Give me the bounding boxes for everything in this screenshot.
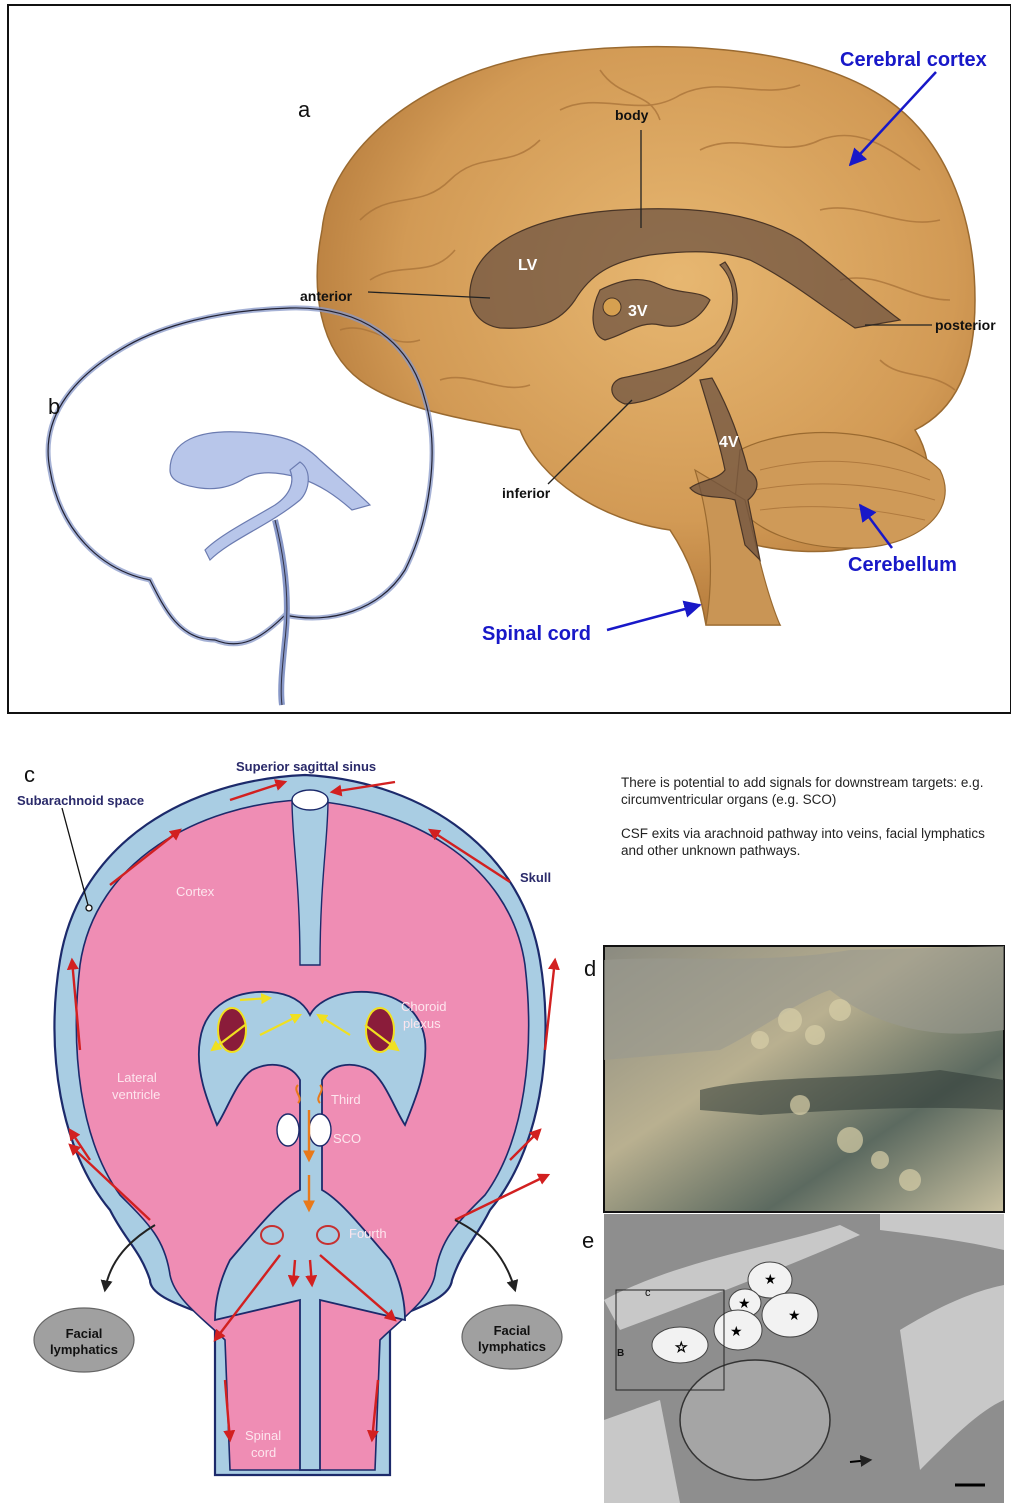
- choroid-plexus-photo: [604, 946, 1004, 1212]
- label-facial-lymphatics-right-2: lymphatics: [478, 1339, 546, 1354]
- panel-e-letter: e: [582, 1228, 594, 1253]
- label-cerebellum: Cerebellum: [848, 554, 957, 576]
- svg-text:★: ★: [738, 1296, 751, 1312]
- label-third: Third: [331, 1092, 361, 1107]
- label-spinal-cord: Spinal cord: [482, 623, 591, 645]
- em-label-b: B: [617, 1348, 624, 1359]
- panel-c-letter: c: [24, 762, 35, 787]
- label-lateral-ventricle-1: Lateral: [117, 1070, 157, 1085]
- label-cerebral-cortex: Cerebral cortex: [840, 49, 987, 71]
- label-lv: LV: [518, 257, 538, 274]
- label-facial-lymphatics-right-1: Facial: [494, 1323, 531, 1338]
- label-choroid-plexus-1: Choroid: [401, 999, 447, 1014]
- csf-circulation-diagram: [34, 775, 562, 1475]
- label-3v: 3V: [628, 303, 648, 320]
- label-4v: 4V: [719, 434, 739, 451]
- label-sco: SCO: [333, 1131, 361, 1146]
- em-label-c: c: [645, 1287, 651, 1299]
- label-posterior: posterior: [935, 317, 996, 333]
- note-downstream-signals: There is potential to add signals for do…: [621, 774, 1001, 808]
- label-lateral-ventricle-2: ventricle: [112, 1087, 160, 1102]
- panel-b-letter: b: [48, 394, 60, 419]
- label-superior-sagittal-sinus: Superior sagittal sinus: [236, 759, 376, 774]
- label-facial-lymphatics-left-2: lymphatics: [50, 1342, 118, 1357]
- svg-text:★: ★: [764, 1272, 777, 1288]
- arrow-spinal-cord: [607, 605, 700, 630]
- label-facial-lymphatics-left-1: Facial: [66, 1326, 103, 1341]
- label-fourth: Fourth: [349, 1226, 387, 1241]
- label-skull: Skull: [520, 870, 551, 885]
- svg-text:★: ★: [730, 1324, 743, 1340]
- label-body: body: [615, 107, 649, 123]
- svg-text:★: ★: [788, 1308, 801, 1324]
- svg-text:☆: ☆: [675, 1340, 688, 1356]
- label-spinal-cord-1: Spinal: [245, 1428, 281, 1443]
- panel-d-letter: d: [584, 956, 596, 981]
- electron-micrograph: ★ ★ ★ ★ ☆: [604, 1214, 1004, 1503]
- label-choroid-plexus-2: plexus: [403, 1016, 441, 1031]
- label-cortex: Cortex: [176, 884, 215, 899]
- panel-a-letter: a: [298, 97, 311, 122]
- note-csf-exit: CSF exits via arachnoid pathway into vei…: [621, 825, 1001, 859]
- label-subarachnoid-space: Subarachnoid space: [17, 793, 144, 808]
- label-anterior: anterior: [300, 288, 353, 304]
- label-inferior: inferior: [502, 485, 551, 501]
- label-spinal-cord-2: cord: [251, 1445, 276, 1460]
